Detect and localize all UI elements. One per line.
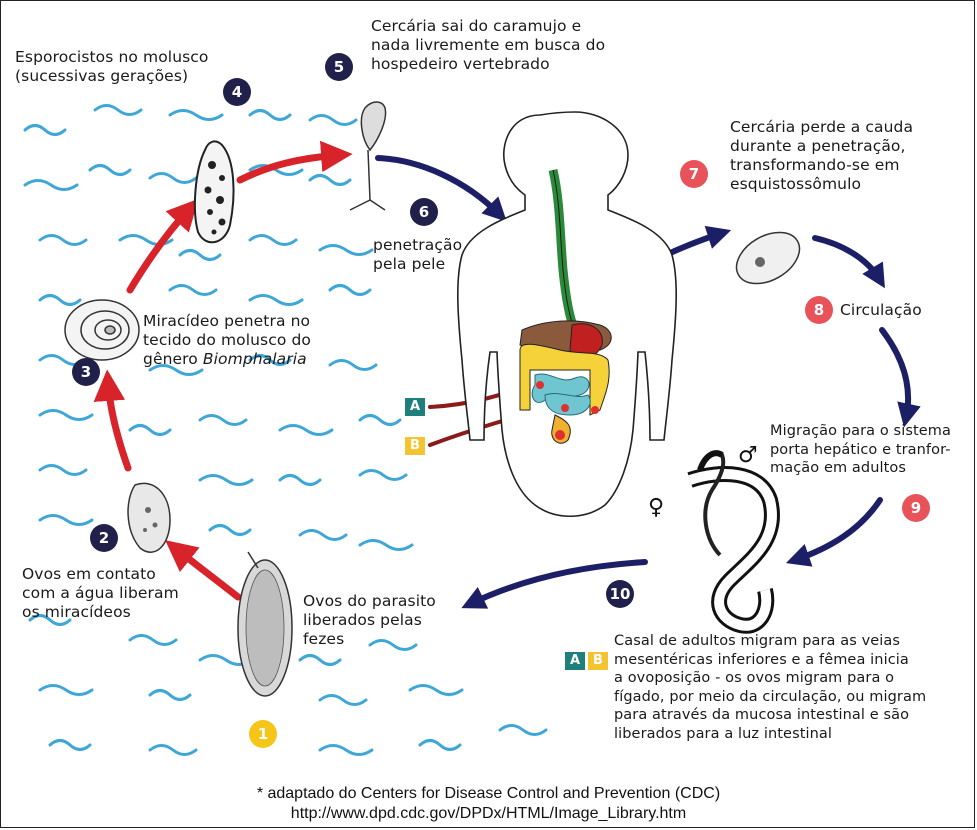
adults-description: Casal de adultos migram para as veiasmes… [614,632,926,743]
water-wave [300,656,340,665]
water-wave [200,476,252,485]
step-9-label: Migração para o sistemaporta hepático e … [770,422,951,478]
water-wave [200,416,246,425]
water-wave [250,111,290,120]
step-badge-6: 6 [410,198,438,226]
step-badge-8: 8 [805,296,833,324]
step-badge-7: 7 [680,160,708,188]
miracidium [128,483,170,552]
water-wave [210,526,250,535]
step-7-label: Cercária perde a caudadurante a penetraç… [730,118,913,194]
step-4-label: Esporocistos no molusco(sucessivas geraç… [15,48,209,86]
water-wave [330,286,370,295]
sporocyst [195,141,234,242]
step-badge-2: 2 [90,524,118,552]
step-5-label: Cercária sai do caramujo enada livrement… [371,17,605,74]
marker-b-legend: B [588,652,608,670]
water-wave [40,411,92,420]
water-wave [330,361,376,370]
water-wave [130,426,170,435]
water-wave [320,696,366,705]
water-wave [150,746,196,755]
water-wave [310,116,356,125]
step-badge-1: 1 [249,720,277,748]
snail-shell [65,300,139,360]
water-wave [360,471,406,480]
water-wave [130,636,176,645]
parasite-egg [238,552,292,696]
water-wave [250,236,296,245]
step-badge-9: 9 [902,494,930,522]
water-wave [180,251,220,260]
schistosomulum [728,222,809,294]
water-wave [420,741,460,750]
credit-line: * adaptado do Centers for Disease Contro… [0,785,977,803]
water-wave [40,516,92,525]
marker-b-intestine: B [405,437,425,455]
water-wave [95,106,141,115]
water-wave [410,686,462,695]
water-wave [50,741,90,750]
water-wave [25,126,65,135]
water-wave [360,541,412,550]
step-8-label: Circulação [840,301,922,320]
step-badge-5: 5 [325,53,353,81]
step-6-label: penetraçãopela pele [373,236,462,274]
male-symbol-icon: ♂ [738,443,758,468]
credit-url: http://www.dpd.cdc.gov/DPDx/HTML/Image_L… [0,805,977,823]
water-wave [25,181,77,190]
water-wave [310,176,350,185]
water-wave [300,531,346,540]
water-wave [320,746,372,755]
adult-worm-pair [690,453,772,626]
marker-a-intestine: A [405,398,425,416]
step-badge-4: 4 [223,78,251,106]
water-wave [150,174,196,183]
step-badge-3: 3 [72,358,100,386]
female-symbol-icon: ♀ [648,495,664,520]
step-3-label: Miracídeo penetra notecido do molusco do… [143,312,311,369]
water-wave [280,426,332,435]
water-wave [40,236,86,245]
marker-a-legend: A [565,652,585,670]
water-wave [320,246,372,255]
water-wave [280,476,320,485]
water-wave [500,726,546,735]
water-wave [40,466,86,475]
water-wave [170,286,216,295]
step-badge-10: 10 [606,580,634,608]
water-wave [360,416,400,425]
step-2-label: Ovos em contatocom a água liberamos mira… [22,565,179,622]
step-10-label: Ovos do parasitoliberados pelasfezes [303,592,436,649]
water-wave [170,111,222,120]
water-wave [40,296,80,305]
water-wave [150,691,190,700]
water-wave [90,166,130,175]
water-wave [250,296,302,305]
water-wave [40,686,92,695]
